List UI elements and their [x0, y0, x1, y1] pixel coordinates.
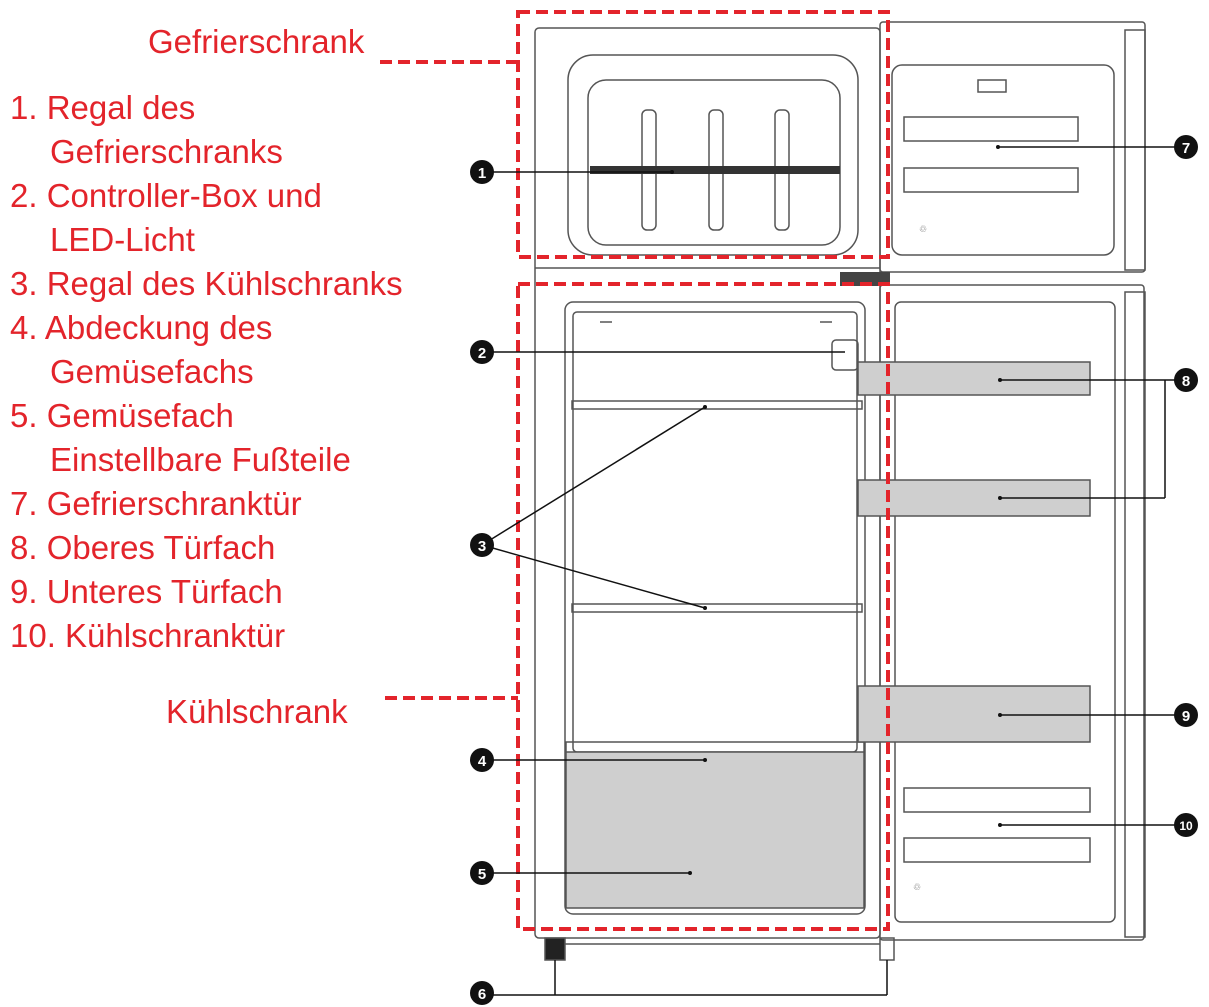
callout-6-label: 6: [478, 986, 486, 1003]
callout-1-label: 1: [478, 165, 486, 182]
legend-number: 3.: [10, 265, 38, 302]
freezer-shelf: [590, 166, 840, 174]
freezer-door-badge: [977, 79, 1007, 93]
freezer-door-rail: [903, 116, 1079, 142]
lower-door-bin: [857, 685, 1091, 743]
callout-10-badge: 10: [1174, 813, 1198, 837]
callout-8-badge: 8: [1174, 368, 1198, 392]
fridge-shelf: [571, 400, 863, 410]
legend-item: 9. Unteres Türfach: [10, 570, 403, 614]
legend-text-continued: Gemüsefachs: [50, 353, 254, 390]
legend-item: 3. Regal des Kühlschranks: [10, 262, 403, 306]
callout-10-label: 10: [1179, 819, 1193, 833]
fridge-liner-outer: [564, 301, 866, 915]
callout-1-badge: 1: [470, 160, 494, 184]
legend-text: Kühlschranktür: [65, 617, 286, 654]
callout-6-badge: 6: [470, 981, 494, 1005]
callout-2-badge: 2: [470, 340, 494, 364]
lower-door-rail: [903, 787, 1091, 813]
callout-7-label: 7: [1182, 140, 1190, 157]
legend-text: Oberes Türfach: [46, 529, 276, 566]
fridge-zone-box: [516, 282, 890, 931]
freezer-heading: Gefrierschrank: [148, 23, 365, 60]
lower-door-rail: [903, 837, 1091, 863]
callout-2-label: 2: [478, 345, 486, 362]
leader-line-3: [481, 406, 706, 546]
legend-text: Gefrierschranktür: [46, 485, 302, 522]
legend-number: 7.: [10, 485, 38, 522]
legend-item: 8. Oberes Türfach: [10, 526, 403, 570]
legend-text: Unteres Türfach: [46, 573, 283, 610]
callout-9-label: 9: [1182, 708, 1190, 725]
callout-8-label: 8: [1182, 373, 1190, 390]
fridge-liner-inner: [572, 311, 858, 753]
freezer-zone-box: [516, 10, 890, 259]
legend-number: 2.: [10, 177, 38, 214]
legend-number: 8.: [10, 529, 38, 566]
fridge-door-edge: [1124, 291, 1146, 938]
callout-3-badge: 3: [470, 533, 494, 557]
fridge-door-outline: [879, 284, 1145, 941]
callout-7-badge: 7: [1174, 135, 1198, 159]
legend-text: Regal des Kühlschranks: [46, 265, 403, 302]
recycle-mark: ♲: [913, 882, 921, 892]
callout-3-label: 3: [478, 538, 486, 555]
legend-text-continued: Einstellbare Fußteile: [50, 441, 351, 478]
callout-9-badge: 9: [1174, 703, 1198, 727]
freezer-liner-outer: [567, 54, 859, 256]
freezer-door-edge: [1124, 29, 1146, 271]
legend-text-continued: Gefrierschranks: [50, 133, 283, 170]
crisper-drawer: [565, 751, 865, 909]
upper-door-bin: [857, 361, 1091, 396]
fridge-heading: Kühlschrank: [166, 693, 348, 730]
legend-number: 4.: [10, 309, 38, 346]
legend-number: 5.: [10, 397, 38, 434]
legend-text: Regal des: [46, 89, 196, 126]
fridge-door-liner: [894, 301, 1116, 923]
legend-text: Controller-Box und: [46, 177, 322, 214]
legend-number: 9.: [10, 573, 38, 610]
legend-item: 7. Gefrierschranktür: [10, 482, 403, 526]
recycle-mark: ♲: [919, 224, 927, 234]
legend-number: 1.: [10, 89, 38, 126]
legend-text: Gemüsefach: [46, 397, 234, 434]
freezer-door-liner: [891, 64, 1115, 256]
legend-text: Abdeckung des: [44, 309, 273, 346]
legend-number: 10.: [10, 617, 56, 654]
legend-text-continued: LED-Licht: [50, 221, 195, 258]
adjustable-foot: [544, 937, 566, 961]
callout-4-badge: 4: [470, 748, 494, 772]
callout-5-badge: 5: [470, 861, 494, 885]
controller-box: [831, 339, 859, 371]
legend-item: 10. Kühlschranktür: [10, 614, 403, 658]
freezer-liner-inner: [587, 79, 841, 246]
callout-4-label: 4: [478, 753, 487, 770]
adjustable-foot: [879, 937, 895, 961]
fridge-shelf: [571, 603, 863, 613]
freezer-door-rail: [903, 167, 1079, 193]
leader-line-3: [481, 544, 706, 609]
callout-5-label: 5: [478, 866, 486, 883]
